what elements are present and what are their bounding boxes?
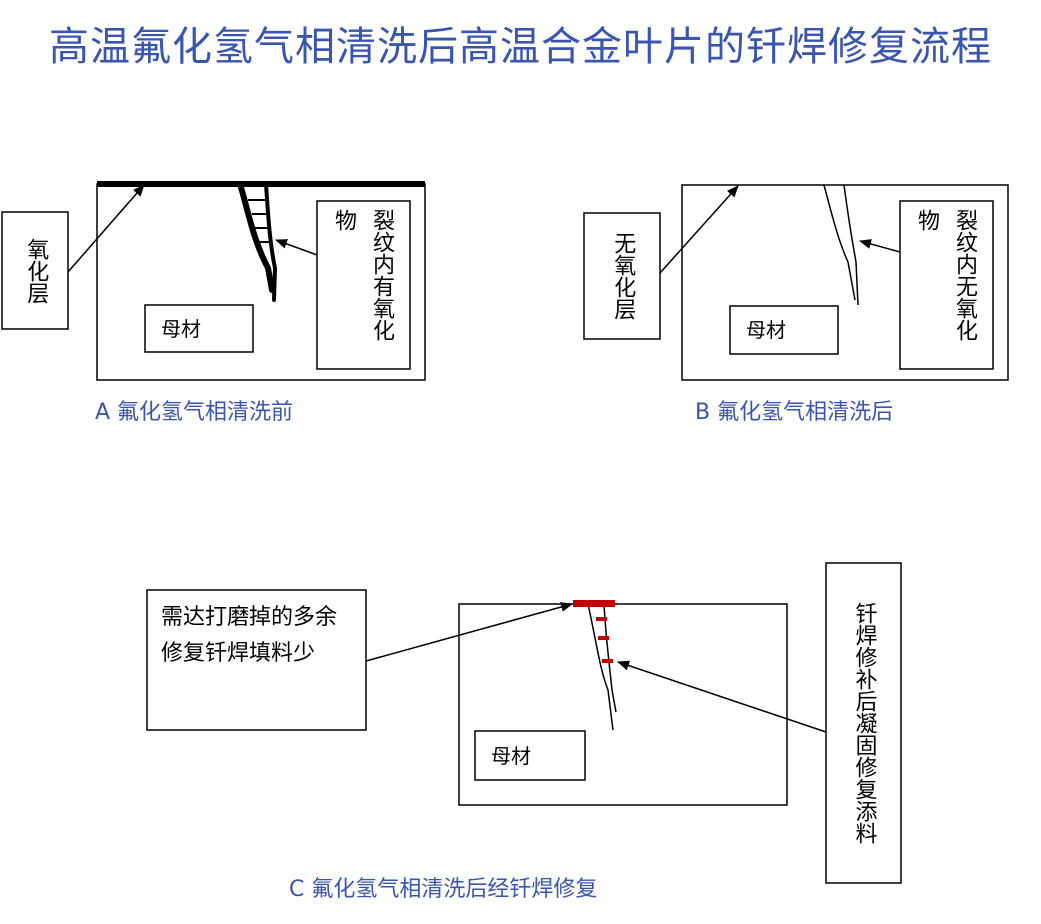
panel-a-crack-left <box>237 181 275 293</box>
panel-c-frame <box>458 603 788 806</box>
panel-b-inner-label: 裂纹内无氧化物 <box>914 209 977 341</box>
panel-c <box>146 562 902 884</box>
panel-c-arrow-left <box>365 602 573 662</box>
panel-b-crack-right <box>843 184 859 306</box>
panel-c-filler-dash <box>596 617 607 621</box>
panel-c-arrow-right <box>617 660 827 733</box>
panel-a-caption: A 氟化氢气相清洗前 <box>95 400 294 425</box>
panel-a-inner-label: 裂纹内有氧化物 <box>331 209 394 341</box>
panel-b-arrow-oxide <box>659 185 739 274</box>
panel-b-caption: B 氟化氢气相清洗后 <box>695 400 894 425</box>
panel-a-arrow-inner <box>275 239 318 256</box>
panel-c-left-note: 需达打磨掉的多余修复钎焊填料少 <box>161 605 338 666</box>
panel-b-frame <box>681 184 1009 381</box>
panel-c-base-label: 母材 <box>491 743 531 768</box>
panel-a-side-box <box>1 211 69 330</box>
panel-c-filler-dash <box>598 636 609 640</box>
panel-c-right-note-box <box>825 562 902 884</box>
panel-c-crack-right <box>603 603 617 713</box>
panel-b-base-box <box>729 305 839 355</box>
panel-a-base-box <box>144 304 254 353</box>
panel-b-crack-left <box>823 184 856 301</box>
panel-a-side-label: 氧化层 <box>23 237 49 304</box>
panel-a-crack-right <box>264 182 278 302</box>
panel-c-filler-dash <box>602 659 613 663</box>
panel-c-left-note-box <box>146 589 367 731</box>
panel-b-side-box <box>583 212 661 340</box>
panel-b-base-label: 母材 <box>746 318 786 342</box>
panel-a-base-label: 母材 <box>161 316 201 341</box>
panel-b-inner-box <box>899 200 994 370</box>
panel-c-caption: C 氟化氢气相清洗后经钎焊修复 <box>289 877 598 902</box>
panel-a <box>1 181 426 381</box>
panel-b <box>583 184 1009 381</box>
panel-b-arrow-inner <box>859 239 901 253</box>
panel-a-inner-box <box>316 200 411 370</box>
panel-c-right-note: 钎焊修补后凝固修复添料 <box>851 602 877 844</box>
panel-c-base-box <box>474 730 586 781</box>
panel-b-side-label: 无氧化层 <box>610 232 636 320</box>
page-title: 高温氟化氢气相清洗后高温合金叶片的钎焊修复流程 <box>49 24 992 70</box>
panel-a-arrow-oxide <box>67 184 145 273</box>
panel-c-crack-left <box>587 603 614 731</box>
panel-c-filler-surface <box>573 600 615 607</box>
